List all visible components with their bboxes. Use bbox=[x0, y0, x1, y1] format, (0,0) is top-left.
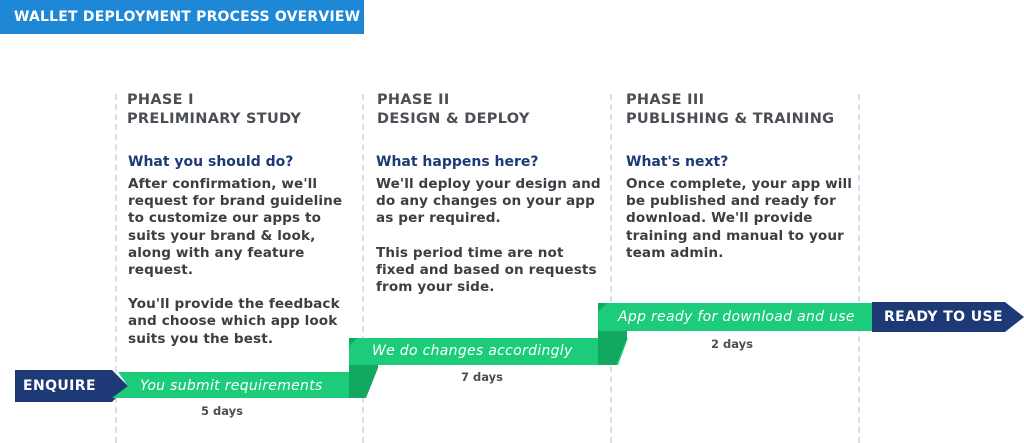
step-3-label: App ready for download and use bbox=[618, 309, 855, 325]
phase-1-title-line1: PHASE I bbox=[127, 92, 194, 108]
phase-1-paragraph: You'll provide the feedback and choose w… bbox=[128, 296, 340, 347]
step-3-duration: 2 days bbox=[711, 337, 753, 351]
phase-2-question: What happens here? bbox=[376, 154, 539, 170]
phase-divider bbox=[610, 94, 612, 443]
phase-2-body: We'll deploy your design and do any chan… bbox=[376, 176, 602, 313]
step-1-duration: 5 days bbox=[201, 404, 243, 418]
phase-3-question: What's next? bbox=[626, 154, 729, 170]
step-2-duration: 7 days bbox=[461, 370, 503, 384]
step-2-label: We do changes accordingly bbox=[372, 343, 573, 359]
step-1-label: You submit requirements bbox=[140, 378, 323, 394]
phase-3-title-line1: PHASE III bbox=[626, 92, 705, 108]
end-arrow bbox=[872, 302, 1024, 332]
phase-2-title-line2: DESIGN & DEPLOY bbox=[377, 111, 530, 127]
step-3-band bbox=[598, 303, 872, 331]
phase-3-paragraph: Once complete, your app will be publishe… bbox=[626, 176, 853, 261]
phase-1-title-line2: PRELIMINARY STUDY bbox=[127, 111, 302, 127]
step-1-band bbox=[112, 372, 366, 398]
end-label: READY TO USE bbox=[884, 309, 1003, 325]
phase-2-title: PHASE II DESIGN & DEPLOY bbox=[377, 91, 530, 129]
phase-1-body: After confirmation, we'll request for br… bbox=[128, 176, 360, 365]
phase-divider bbox=[115, 94, 117, 443]
start-arrow bbox=[15, 370, 128, 402]
phase-3-title-line2: PUBLISHING & TRAINING bbox=[626, 111, 835, 127]
start-label: ENQUIRE bbox=[23, 378, 96, 394]
header-title: WALLET DEPLOYMENT PROCESS OVERVIEW bbox=[0, 0, 364, 34]
phase-divider bbox=[858, 94, 860, 443]
phase-3-title: PHASE III PUBLISHING & TRAINING bbox=[626, 91, 834, 129]
phase-1-question: What you should do? bbox=[128, 154, 294, 170]
phase-2-title-line1: PHASE II bbox=[377, 92, 450, 108]
step-2-band bbox=[349, 338, 628, 365]
phase-3-body: Once complete, your app will be publishe… bbox=[626, 176, 854, 279]
phase-1-title: PHASE I PRELIMINARY STUDY bbox=[127, 91, 301, 129]
phase-2-paragraph: This period time are not fixed and based… bbox=[376, 244, 597, 296]
phase-2-paragraph: We'll deploy your design and do any chan… bbox=[376, 176, 601, 227]
phase-1-paragraph: After confirmation, we'll request for br… bbox=[128, 176, 343, 279]
phase-divider bbox=[362, 94, 364, 443]
